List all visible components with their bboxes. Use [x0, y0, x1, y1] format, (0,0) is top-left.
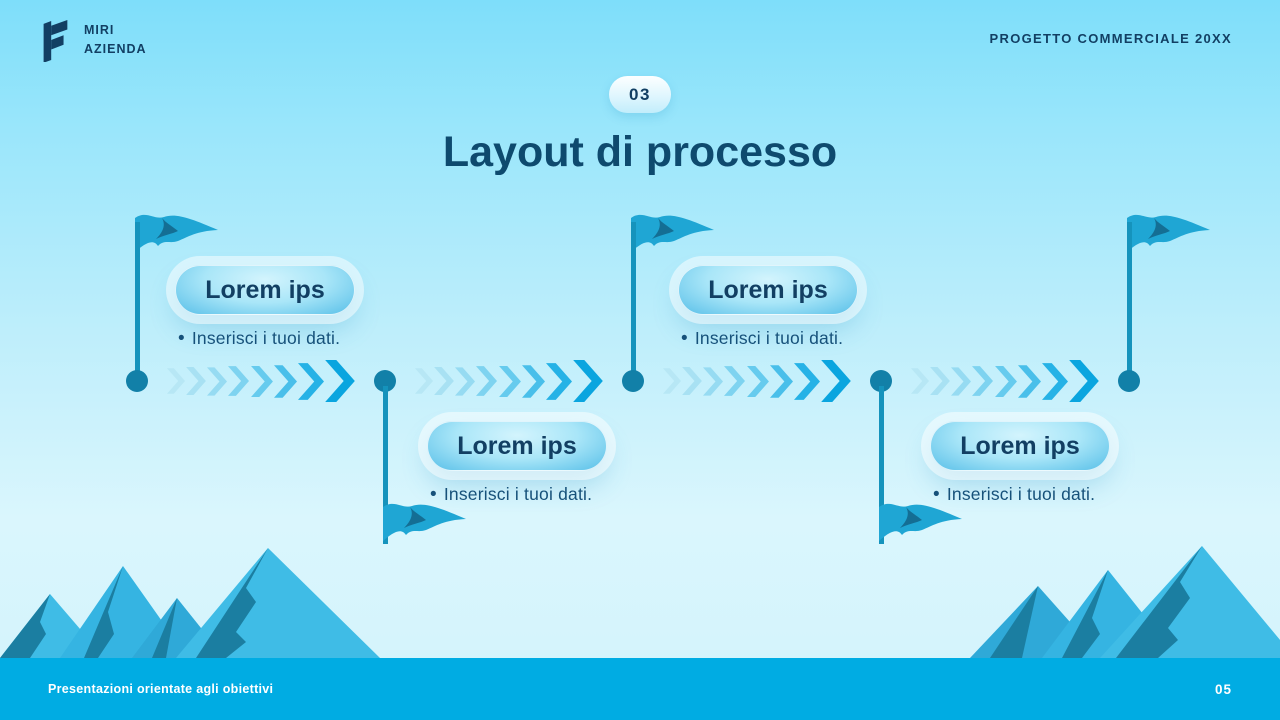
- chevron-arrow-icon: [434, 367, 455, 395]
- flag-icon: [879, 503, 962, 541]
- step-label: Lorem ips: [205, 275, 325, 304]
- chevron-arrow-icon: [1069, 360, 1099, 402]
- chevron-arrows: [415, 360, 603, 402]
- flag-pole: [382, 386, 388, 544]
- slide-title: Layout di processo: [442, 128, 838, 176]
- chevron-arrow-icon: [724, 366, 746, 396]
- mountains-right-illustration: [970, 546, 1280, 658]
- step-label-pill: Lorem ips: [427, 421, 607, 471]
- mountains-left-illustration: [0, 548, 380, 658]
- chevron-arrow-icon: [297, 362, 324, 400]
- chevron-arrow-icon: [521, 364, 545, 398]
- brand-name: MIRI AZIENDA: [84, 21, 147, 60]
- chevron-arrow-icon: [911, 368, 929, 394]
- chevron-arrow-icon: [207, 366, 228, 396]
- bullet-icon: •: [681, 328, 688, 349]
- bullet-icon: •: [933, 484, 940, 505]
- timeline-dot: [126, 370, 148, 392]
- chevron-arrow-icon: [476, 366, 498, 396]
- chevron-arrow-icon: [703, 366, 724, 396]
- header-project-label: PROGETTO COMMERCIALE 20XX: [989, 31, 1232, 46]
- step-label: Lorem ips: [708, 275, 828, 304]
- chevron-arrow-icon: [663, 368, 681, 394]
- footer-caption: Presentazioni orientate agli obiettivi: [48, 682, 274, 696]
- step-note: •Inserisci i tuoi dati.: [430, 484, 593, 505]
- chevron-arrow-icon: [273, 364, 297, 398]
- step-label: Lorem ips: [457, 431, 577, 460]
- step-label-pill: Lorem ips: [930, 421, 1110, 471]
- chevron-arrow-icon: [1017, 364, 1041, 398]
- chevron-arrow-icon: [228, 366, 250, 396]
- step-label: Lorem ips: [960, 431, 1080, 460]
- timeline-dot: [374, 370, 396, 392]
- chevron-arrow-icon: [769, 364, 793, 398]
- chevron-arrow-icon: [821, 360, 851, 402]
- chevron-arrow-icon: [994, 365, 1017, 397]
- flag-icon: [1127, 214, 1210, 252]
- flag-icon: [631, 214, 714, 252]
- flag-pole: [1126, 222, 1132, 376]
- flag-pole: [630, 222, 636, 376]
- step-label-pill: Lorem ips: [678, 265, 858, 315]
- chevron-arrow-icon: [498, 365, 521, 397]
- timeline-dot: [1118, 370, 1140, 392]
- brand-name-line2: AZIENDA: [84, 42, 147, 56]
- chevron-arrow-icon: [186, 367, 207, 395]
- chevron-arrow-icon: [1041, 362, 1068, 400]
- step-label-pill: Lorem ips: [175, 265, 355, 315]
- step-note: •Inserisci i tuoi dati.: [681, 328, 844, 349]
- chevron-arrows: [911, 360, 1099, 402]
- step-note: •Inserisci i tuoi dati.: [933, 484, 1096, 505]
- chevron-arrow-icon: [793, 362, 820, 400]
- chevron-arrows: [167, 360, 355, 402]
- flag-icon: [135, 214, 218, 252]
- chevron-arrow-icon: [250, 365, 273, 397]
- chevron-arrow-icon: [682, 367, 703, 395]
- flag-pole: [878, 386, 884, 544]
- brand-logo: MIRI AZIENDA: [36, 18, 147, 62]
- miri-azienda-logo-icon: [43, 20, 68, 62]
- section-number-badge: 03: [609, 76, 671, 113]
- chevron-arrow-icon: [930, 367, 951, 395]
- chevron-arrow-icon: [455, 366, 476, 396]
- chevron-arrow-icon: [972, 366, 994, 396]
- chevron-arrow-icon: [951, 366, 972, 396]
- chevron-arrow-icon: [573, 360, 603, 402]
- step-note: •Inserisci i tuoi dati.: [178, 328, 341, 349]
- chevron-arrow-icon: [167, 368, 185, 394]
- flag-pole: [134, 222, 140, 376]
- chevron-arrow-icon: [415, 368, 433, 394]
- chevron-arrow-icon: [325, 360, 355, 402]
- timeline-dot: [870, 370, 892, 392]
- footer-bar: Presentazioni orientate agli obiettivi 0…: [0, 658, 1280, 720]
- chevron-arrow-icon: [746, 365, 769, 397]
- bullet-icon: •: [430, 484, 437, 505]
- bullet-icon: •: [178, 328, 185, 349]
- chevron-arrows: [663, 360, 851, 402]
- chevron-arrow-icon: [545, 362, 572, 400]
- footer-page-number: 05: [1214, 681, 1232, 697]
- timeline-dot: [622, 370, 644, 392]
- flag-icon: [383, 503, 466, 541]
- brand-name-line1: MIRI: [84, 22, 115, 37]
